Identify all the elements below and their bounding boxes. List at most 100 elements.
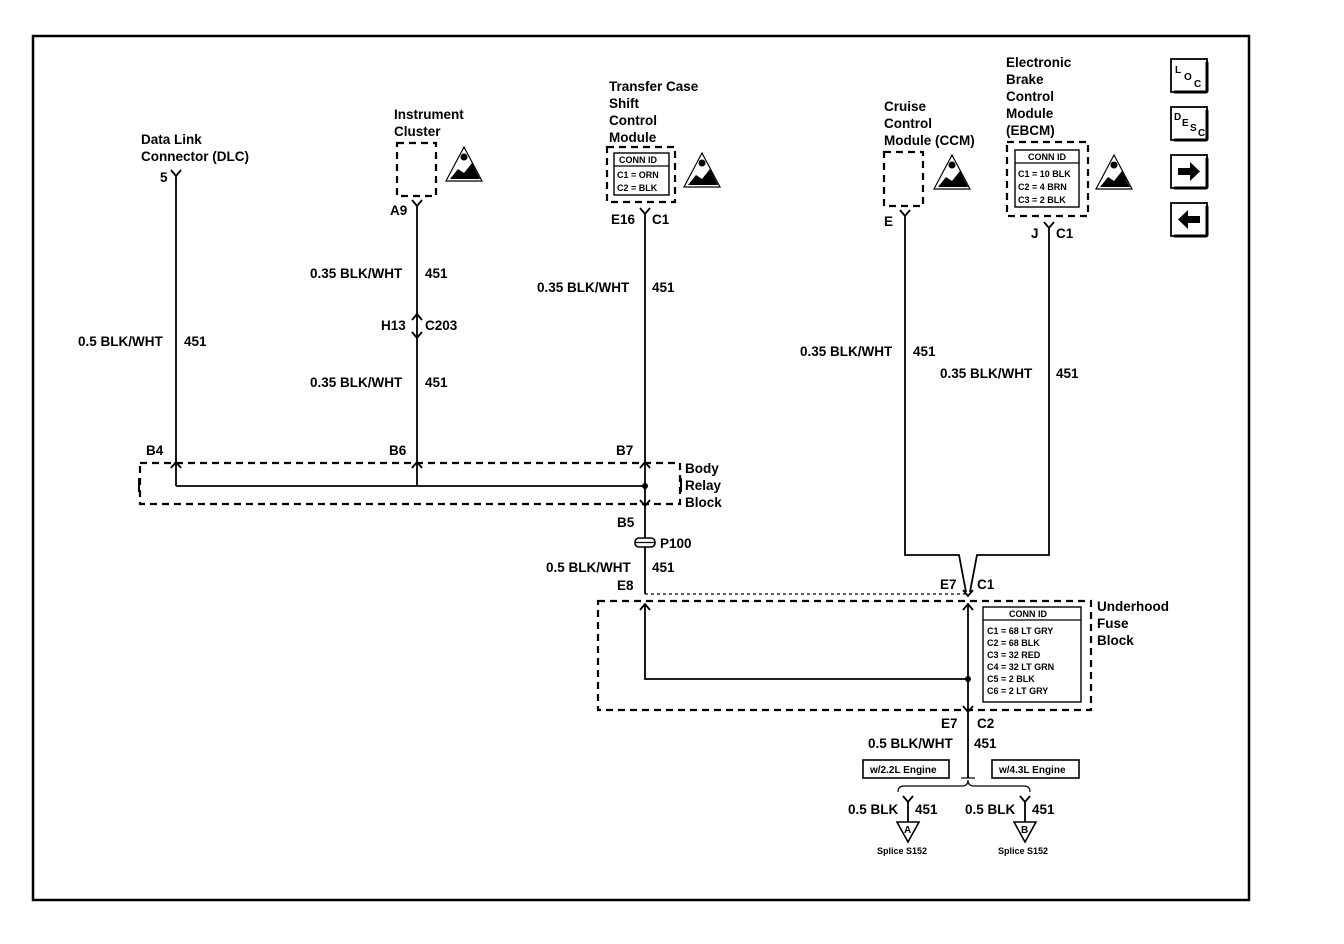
inline-connector-top: [411, 312, 423, 321]
dlc-wire-circuit: 451: [184, 334, 207, 349]
ebcm-wire: [969, 228, 1050, 593]
esd-warning-icon: [445, 145, 483, 182]
p100-wire-gauge: 0.5 BLK/WHT: [546, 560, 632, 575]
tcsm-conn-id-box: [613, 152, 670, 196]
ccm-wire: [904, 216, 967, 593]
tcsm-conn-label: C1: [652, 212, 670, 227]
tcsm-name-line4: Module: [609, 130, 657, 145]
dlc-wire-gauge: 0.5 BLK/WHT: [78, 334, 164, 349]
tcsm-name-line1: Transfer Case: [609, 79, 699, 94]
ebcm-name-line5: (EBCM): [1006, 123, 1055, 138]
ccm-module-box: [882, 150, 925, 208]
body-relay-pin-b7: B7: [616, 443, 633, 458]
ebcm-name-line3: Control: [1006, 89, 1054, 104]
ebcm-conn-label: C1: [1056, 226, 1074, 241]
ebcm-conn-c2: C2 = 4 BRN: [1018, 182, 1067, 192]
engine-option-left-box: [862, 759, 950, 779]
ebcm-name-line2: Brake: [1006, 72, 1044, 87]
tcsm-conn-id-title: CONN ID: [619, 155, 658, 165]
cluster-upper-wire-gauge: 0.35 BLK/WHT: [310, 266, 403, 281]
engine-option-right: w/4.3L Engine: [998, 765, 1066, 776]
cluster-module-box: [395, 141, 438, 198]
cluster-lower-wire-circuit: 451: [425, 375, 448, 390]
underhood-name-line3: Block: [1097, 633, 1134, 648]
ebcm-pin-terminal: [1043, 221, 1055, 230]
splice-a-wire-circuit: 451: [915, 802, 938, 817]
p100-label: P100: [660, 536, 692, 551]
splice-b-triangle: [1012, 821, 1038, 844]
body-relay-pin-b6: B6: [389, 443, 407, 458]
ccm-name-line3: Module (CCM): [884, 133, 975, 148]
tcsm-wire-circuit: 451: [652, 280, 675, 295]
underhood-conn-c5: C5 = 2 BLK: [987, 674, 1035, 684]
tcsm-component: Transfer Case Shift Control Module CONN …: [537, 79, 721, 463]
tcsm-name-line2: Shift: [609, 96, 639, 111]
ebcm-component: Electronic Brake Control Module (EBCM) C…: [940, 55, 1133, 593]
desc-button[interactable]: D E S C: [1170, 106, 1209, 142]
underhood-conn-id-box: [982, 606, 1082, 703]
ccm-component: Cruise Control Module (CCM) E 0.35 BLK/W…: [800, 99, 975, 593]
engine-option-left: w/2.2L Engine: [869, 765, 937, 776]
ebcm-pin-label: J: [1031, 226, 1039, 241]
ebcm-conn-c1: C1 = 10 BLK: [1018, 169, 1071, 179]
engine-option-brace: [897, 779, 1031, 793]
ebcm-conn-id-title: CONN ID: [1028, 152, 1067, 162]
cluster-lower-wire-gauge: 0.35 BLK/WHT: [310, 375, 403, 390]
ebcm-wire-gauge: 0.35 BLK/WHT: [940, 366, 1033, 381]
loc-letter-1: L: [1175, 65, 1181, 76]
underhood-conn-c4: C4 = 32 LT GRN: [987, 662, 1054, 672]
next-page-button[interactable]: [1170, 154, 1209, 190]
splice-b-label: Splice S152: [998, 846, 1048, 856]
dlc-pin-terminal: [170, 169, 182, 178]
loc-button[interactable]: L O C: [1170, 58, 1209, 94]
ebcm-name-line1: Electronic: [1006, 55, 1072, 70]
inline-connector-c203: C203: [425, 318, 458, 333]
engine-option-right-box: [991, 759, 1080, 779]
instrument-cluster-component: Instrument Cluster A9 0.35 BLK/WHT 451 H…: [310, 107, 483, 463]
loc-letter-3: C: [1194, 79, 1201, 90]
desc-letter-4: C: [1198, 128, 1205, 139]
esd-warning-icon: [1095, 153, 1133, 190]
dlc-component: Data Link Connector (DLC) 5 0.5 BLK/WHT …: [78, 132, 249, 463]
desc-letter-3: S: [1190, 123, 1197, 134]
tcsm-conn-c2: C2 = BLK: [617, 183, 658, 193]
body-relay-name-line3: Block: [685, 495, 722, 510]
p100-wire-circuit: 451: [652, 560, 675, 575]
engine-options: w/2.2L Engine w/4.3L Engine: [862, 759, 1080, 793]
ccm-wire-gauge: 0.35 BLK/WHT: [800, 344, 893, 359]
body-relay-block: B4 B6 B7 Body Relay Block B5 P100 0.5 BL…: [138, 443, 722, 594]
splice-a-wire-gauge: 0.5 BLK: [848, 802, 899, 817]
underhood-conn-c1: C1 = 68 LT GRY: [987, 626, 1053, 636]
underhood-conn-bottom: C2: [977, 716, 994, 731]
cluster-name-line1: Instrument: [394, 107, 464, 122]
ebcm-conn-c3: C3 = 2 BLK: [1018, 195, 1066, 205]
tcsm-pin-label: E16: [611, 212, 636, 227]
tcsm-pin-terminal: [639, 207, 651, 216]
underhood-name-line1: Underhood: [1097, 599, 1169, 614]
splice-b-wire-circuit: 451: [1032, 802, 1055, 817]
underhood-conn-c3: C3 = 32 RED: [987, 650, 1041, 660]
ebcm-module-box: [1005, 140, 1090, 218]
splice-a: 0.5 BLK 451 A Splice S152: [848, 795, 938, 856]
underhood-pin-e7-bottom: E7: [941, 716, 958, 731]
previous-page-button[interactable]: [1170, 202, 1209, 238]
underhood-block-outline: [596, 599, 1093, 712]
body-relay-name-line2: Relay: [685, 478, 722, 493]
arrow-left-icon: [1178, 210, 1200, 229]
loc-letter-2: O: [1184, 72, 1192, 83]
ebcm-wire-circuit: 451: [1056, 366, 1079, 381]
cluster-name-line2: Cluster: [394, 124, 441, 139]
diagram-frame: [31, 34, 1251, 902]
body-relay-pin-b5: B5: [617, 515, 635, 530]
dlc-name-line1: Data Link: [141, 132, 202, 147]
tcsm-conn-c1: C1 = ORN: [617, 170, 659, 180]
cluster-upper-wire-circuit: 451: [425, 266, 448, 281]
esd-warning-icon: [683, 151, 721, 188]
tcsm-wire-gauge: 0.35 BLK/WHT: [537, 280, 630, 295]
desc-letter-1: D: [1174, 112, 1181, 123]
underhood-conn-c2: C2 = 68 BLK: [987, 638, 1040, 648]
tcsm-name-line3: Control: [609, 113, 657, 128]
splice-b-letter: B: [1021, 825, 1028, 836]
body-relay-name-line1: Body: [685, 461, 719, 476]
